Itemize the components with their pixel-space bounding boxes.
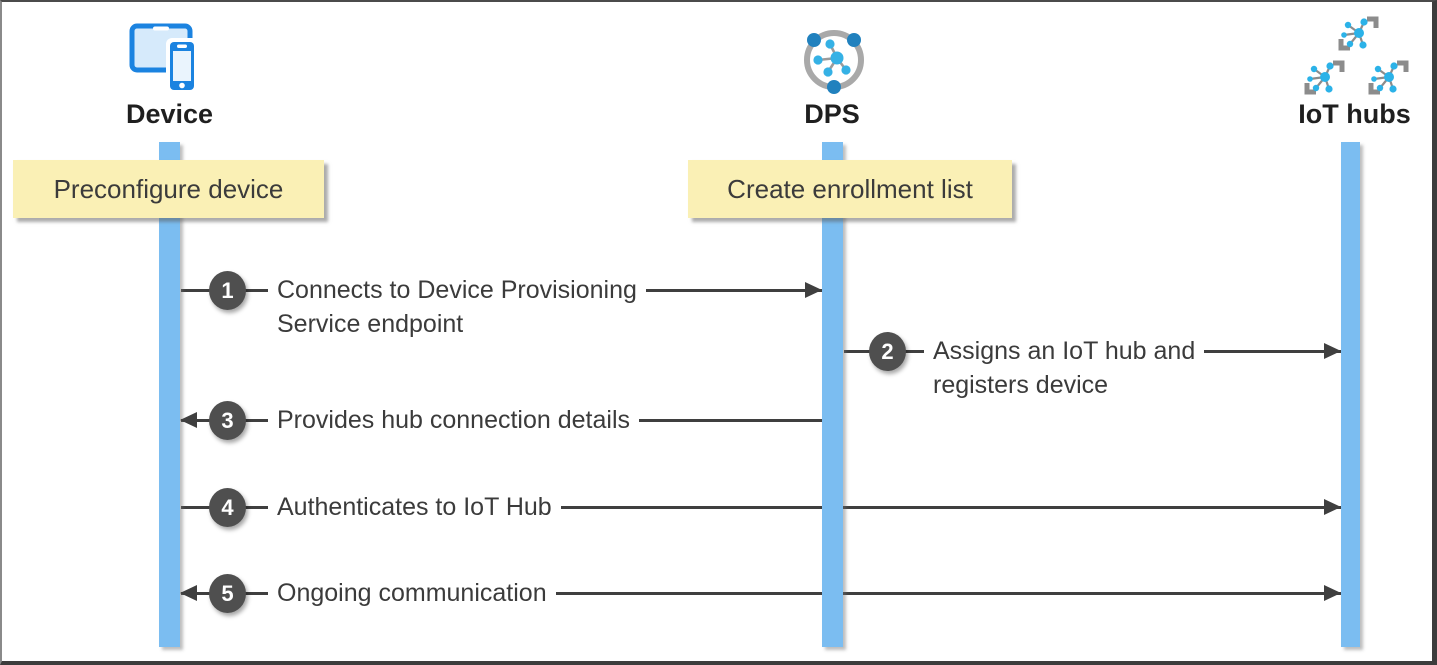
step-3-arrowhead-left-icon: [180, 412, 197, 428]
step-4-arrowhead-right-icon: [1324, 499, 1341, 515]
step-5-line: [181, 592, 1341, 595]
step-5-arrowhead-right-icon: [1324, 585, 1341, 601]
step-5-number-badge: 5: [209, 574, 246, 613]
step-1-number-badge: 1: [209, 271, 246, 310]
step-5-arrowhead-left-icon: [180, 585, 197, 601]
actor-label-dps: DPS: [804, 99, 860, 129]
note-preconfigure-device: Preconfigure device: [13, 160, 324, 218]
step-2-arrowhead-right-icon: [1324, 343, 1341, 359]
step-4-label: Authenticates to IoT Hub: [268, 490, 561, 524]
actor-label-device: Device: [125, 99, 214, 129]
step-4-number-badge: 4: [209, 488, 246, 527]
step-1-arrowhead-right-icon: [805, 282, 822, 298]
step-3-number-badge: 3: [209, 401, 246, 440]
step-3-label: Provides hub connection details: [268, 403, 640, 437]
lifeline-iot-hubs: [1341, 142, 1360, 647]
step-1-label: Connects to Device Provisioning Service …: [268, 273, 646, 341]
dps-icon: [804, 30, 864, 94]
step-4-line: [181, 506, 1341, 509]
actor-label-iot-hubs: IoT hubs: [1298, 99, 1411, 129]
lifeline-device: [159, 142, 180, 647]
device-icon: [129, 23, 198, 94]
lifeline-dps: [822, 142, 843, 647]
step-5-label: Ongoing communication: [268, 576, 556, 610]
note-create-enrollment-list: Create enrollment list: [688, 160, 1012, 218]
step-2-label: Assigns an IoT hub and registers device: [924, 334, 1205, 402]
iot-hubs-icon: [1296, 14, 1420, 98]
step-2-number-badge: 2: [869, 332, 906, 371]
